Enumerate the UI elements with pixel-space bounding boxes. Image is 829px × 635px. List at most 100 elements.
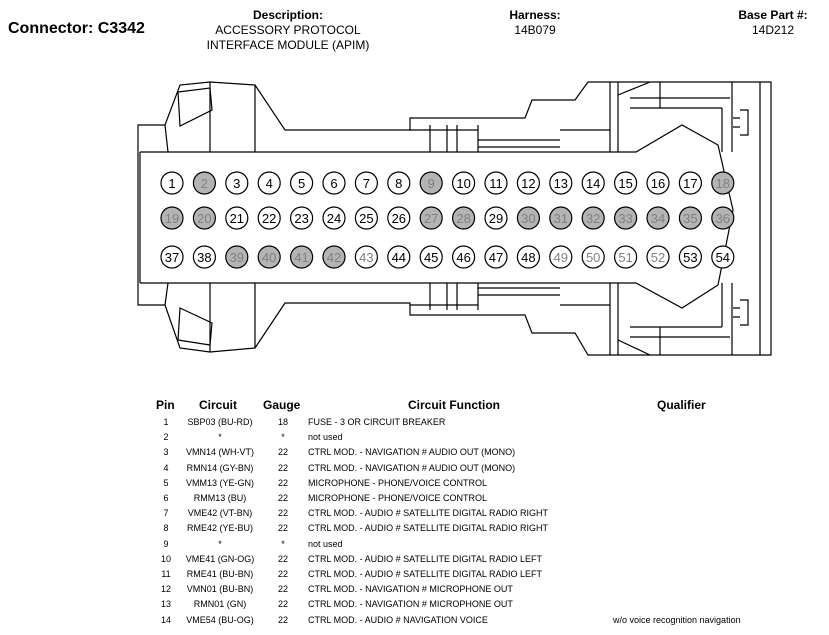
pin-35-label: 35	[683, 211, 697, 226]
pin-31-circle	[549, 206, 573, 230]
pin-32-label: 32	[586, 211, 600, 226]
row-circuit: VMM13 (YE-GN)	[185, 477, 254, 488]
pin-13-circle	[549, 171, 573, 195]
pin-52-label: 52	[651, 250, 665, 265]
row-pin: 9	[163, 538, 169, 549]
pin-28-label: 28	[456, 211, 470, 226]
pin-41-label: 41	[294, 250, 308, 265]
description-block: Description: ACCESSORY PROTOCOL INTERFAC…	[178, 8, 398, 53]
pin-23-circle	[290, 206, 314, 230]
pin-11-label: 11	[489, 176, 503, 191]
row-function: CTRL MOD. - NAVIGATION # MICROPHONE OUT	[308, 599, 513, 610]
pin-3-label: 3	[233, 176, 240, 191]
pin-24-circle	[322, 206, 346, 230]
pin-33-circle	[613, 206, 638, 230]
row-gauge: 22	[277, 493, 288, 503]
pin-10-circle	[452, 171, 476, 195]
pin-1-label: 1	[168, 176, 175, 191]
pin-51-circle	[613, 245, 638, 269]
row-function: CTRL MOD. - NAVIGATION # AUDIO OUT (MONO…	[308, 447, 516, 458]
pin-37-label: 37	[165, 250, 179, 265]
row-circuit: VME41 (GN-OG)	[185, 553, 255, 564]
row-gauge: 22	[277, 523, 288, 534]
pin-24-label: 24	[327, 211, 341, 226]
row-gauge: 22	[277, 508, 288, 519]
row-function: CTRL MOD. - AUDIO # SATELLITE DIGITAL RA…	[308, 523, 549, 534]
row-pin: 8	[163, 523, 169, 534]
pin-4-label: 4	[266, 176, 273, 191]
row-pin: 6	[163, 493, 169, 503]
row-gauge: 22	[277, 599, 288, 610]
pin-34-label: 34	[651, 211, 665, 226]
row-gauge: 22	[277, 614, 288, 625]
pin-21-circle	[225, 206, 249, 230]
pin-9-label: 9	[428, 176, 435, 191]
pin-38-label: 38	[197, 250, 211, 265]
pin-9-circle	[419, 171, 443, 195]
pin-19-label: 19	[165, 211, 179, 226]
row-function: CTRL MOD. - AUDIO # SATELLITE DIGITAL RA…	[308, 569, 543, 579]
row-gauge: 22	[277, 462, 288, 473]
pin-18-circle	[711, 171, 735, 195]
row-gauge: 22	[277, 553, 288, 564]
pin-39-circle	[225, 245, 249, 269]
pin-5-label: 5	[298, 176, 305, 191]
pin-19-circle	[160, 206, 184, 230]
row-gauge: *	[281, 538, 285, 549]
pin-25-label: 25	[359, 211, 373, 226]
row-circuit: *	[218, 432, 222, 443]
pin-37-circle	[160, 245, 184, 269]
pin-47-label: 47	[489, 250, 503, 265]
pin-34-circle	[646, 206, 670, 230]
pin-48-circle	[516, 245, 541, 269]
pin-52-circle	[646, 245, 670, 269]
header-function: Circuit Function	[408, 398, 500, 412]
row-pin: 12	[160, 584, 171, 595]
header-gauge: Gauge	[263, 398, 301, 412]
harness-label: Harness:	[509, 8, 561, 22]
pin-27-circle	[419, 206, 443, 230]
pin-39-label: 39	[230, 250, 244, 265]
pin-47-circle	[484, 245, 508, 269]
description-line-1: ACCESSORY PROTOCOL	[215, 23, 361, 37]
pin-32-circle	[581, 206, 605, 230]
pin-3-circle	[225, 171, 249, 195]
pin-53-circle	[678, 245, 703, 269]
row-pin: 2	[163, 432, 169, 443]
pin-14-label: 14	[586, 176, 600, 191]
pin-6-circle	[322, 171, 346, 195]
row-pin: 4	[163, 462, 169, 473]
row-circuit: SBP03 (BU-RD)	[187, 417, 253, 427]
header-pin: Pin	[156, 398, 175, 412]
row-circuit: RME41 (BU-BN)	[186, 569, 254, 579]
pin-13-label: 13	[554, 176, 568, 191]
pin-28-circle	[452, 206, 476, 230]
row-pin: 10	[160, 553, 171, 564]
harness-value: 14B079	[514, 23, 556, 37]
row-pin: 1	[163, 417, 169, 427]
pin-26-label: 26	[392, 211, 406, 226]
pin-40-label: 40	[262, 250, 276, 265]
row-function: MICROPHONE - PHONE/VOICE CONTROL	[308, 477, 488, 488]
pin-20-circle	[192, 206, 216, 230]
pin-41-circle	[290, 245, 314, 269]
connector-outline	[137, 81, 772, 356]
description-label: Description:	[252, 8, 323, 22]
pin-51-label: 51	[618, 250, 632, 265]
pin-36-label: 36	[716, 211, 730, 226]
pin-48-label: 48	[521, 250, 535, 265]
row-circuit: VMN01 (BU-BN)	[186, 584, 254, 595]
pin-23-label: 23	[294, 211, 308, 226]
pin-8-circle	[387, 171, 411, 195]
row-qualifier: w/o voice recognition navigation	[613, 614, 741, 625]
pin-44-circle	[387, 245, 411, 269]
row-pin: 14	[160, 614, 171, 625]
row-function: not used	[308, 432, 343, 443]
pin-50-circle	[581, 245, 605, 269]
pin-30-label: 30	[521, 211, 535, 226]
pin-43-label: 43	[359, 250, 373, 265]
pin-53-label: 53	[683, 250, 697, 265]
pin-18-label: 18	[716, 176, 730, 191]
row-circuit: *	[218, 538, 222, 549]
